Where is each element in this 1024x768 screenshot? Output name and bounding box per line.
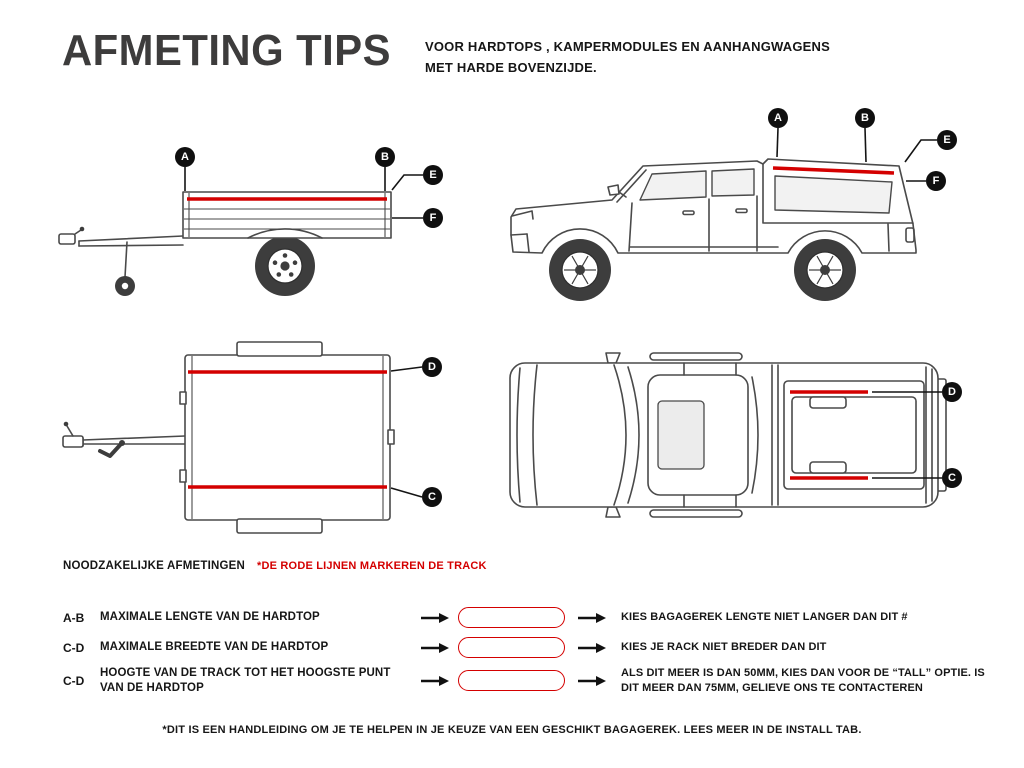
marker-e: E	[937, 130, 957, 150]
measurements-heading: NOODZAKELIJKE AFMETINGEN	[63, 560, 245, 572]
measurement-result: KIES BAGAGEREK LENGTE NIET LANGER DAN DI…	[621, 611, 908, 624]
track-note: *DE RODE LIJNEN MARKEREN DE TRACK	[257, 560, 487, 572]
marker-b: B	[855, 108, 875, 128]
truck-side-view-figure: A B E F	[480, 95, 965, 310]
measurement-result: ALS DIT MEER IS DAN 50MM, KIES DAN VOOR …	[621, 667, 985, 694]
marker-f: F	[926, 171, 946, 191]
truck-top-view-figure: D C	[480, 345, 975, 545]
measurement-value-box	[458, 607, 565, 628]
measurement-label: MAXIMALE LENGTE VAN DE HARDTOP	[100, 611, 320, 624]
measurement-result: KIES JE RACK NIET BREDER DAN DIT	[621, 641, 827, 654]
measurements-header: NOODZAKELIJKE AFMETINGEN *DE RODE LIJNEN…	[63, 560, 487, 572]
arrow-right-icon	[420, 642, 458, 654]
trailer-body-top	[184, 354, 391, 521]
measurement-row-height: C-D HOOGTE VAN DE TRACK TOT HET HOOGSTE …	[63, 666, 1000, 696]
measurement-row-width: C-D MAXIMALE BREEDTE VAN DE HARDTOP KIES…	[63, 637, 1000, 658]
marker-d: D	[942, 382, 962, 402]
measurement-code: C-D	[63, 640, 85, 655]
side-mirror	[605, 352, 621, 364]
footnote: *DIT IS EEN HANDLEIDING OM JE TE HELPEN …	[162, 724, 862, 736]
measurement-value-box	[458, 670, 565, 692]
jockey-crank-handle	[98, 442, 123, 458]
arrow-right-icon	[565, 612, 619, 624]
trailer-top-view-figure: D C	[55, 340, 460, 545]
truck-bed	[783, 380, 925, 490]
measurement-label: MAXIMALE BREEDTE VAN DE HARDTOP	[100, 641, 329, 654]
marker-c: C	[422, 487, 442, 507]
measurement-label: HOOGTE VAN DE TRACK TOT HET HOOGSTE PUNT…	[100, 667, 391, 694]
marker-c: C	[942, 468, 962, 488]
sunroof	[657, 400, 705, 470]
page-subtitle: VOOR HARDTOPS , KAMPERMODULES EN AANHANG…	[425, 36, 830, 79]
arrow-right-icon	[420, 612, 458, 624]
measurement-row-length: A-B MAXIMALE LENGTE VAN DE HARDTOP KIES …	[63, 607, 1000, 628]
marker-e: E	[423, 165, 443, 185]
fender-right	[236, 518, 323, 534]
marker-d: D	[422, 357, 442, 377]
trailer-side-drawing	[58, 167, 423, 296]
front-wheel	[549, 239, 611, 301]
trailer-side-view-figure: A B E F	[55, 130, 460, 320]
marker-f: F	[423, 208, 443, 228]
measurement-value-box	[458, 637, 565, 658]
marker-a: A	[768, 108, 788, 128]
truck-top-drawing	[509, 352, 947, 518]
fender-left	[236, 341, 323, 357]
truck-side-drawing	[510, 127, 937, 301]
side-mirror	[605, 506, 621, 518]
measurement-code: A-B	[63, 610, 85, 625]
arrow-right-icon	[420, 675, 458, 687]
page-title: AFMETING TIPS	[62, 26, 391, 75]
subtitle-line-2: MET HARDE BOVENZIJDE.	[425, 60, 597, 76]
arrow-right-icon	[565, 675, 619, 687]
rear-wheel	[794, 239, 856, 301]
side-mirror	[607, 184, 620, 196]
marker-a: A	[175, 147, 195, 167]
marker-b: B	[375, 147, 395, 167]
track-line	[772, 166, 895, 175]
trailer-top-drawing	[62, 341, 423, 534]
subtitle-line-1: VOOR HARDTOPS , KAMPERMODULES EN AANHANG…	[425, 39, 831, 54]
measurement-code: C-D	[63, 673, 85, 688]
arrow-right-icon	[565, 642, 619, 654]
